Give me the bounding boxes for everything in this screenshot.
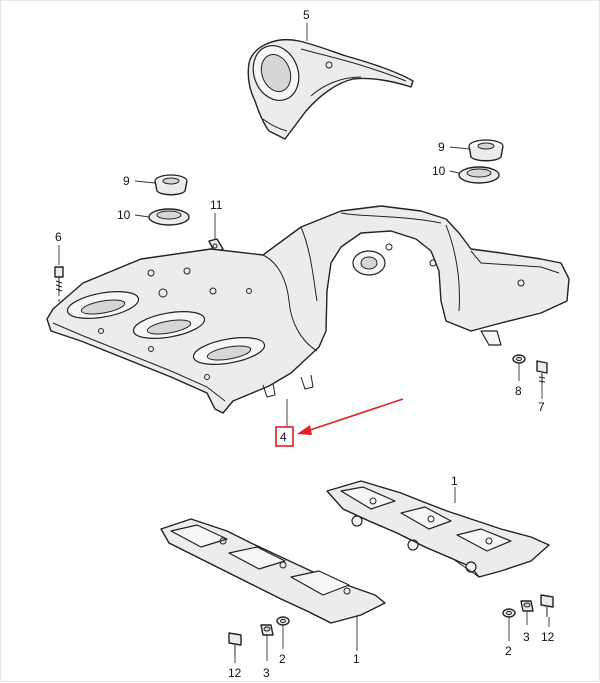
- callout-7: 7: [538, 400, 545, 414]
- callout-12-left: 12: [228, 666, 242, 680]
- highlight-arrow-head: [297, 425, 312, 435]
- nut-3-left: [260, 624, 274, 636]
- callout-2-left: 2: [279, 652, 286, 666]
- nut-3-right: [520, 600, 534, 612]
- washer-2-right: [502, 608, 516, 618]
- callout-10-right: 10: [432, 164, 446, 178]
- grommet-10-left: [148, 208, 190, 226]
- callout-4: 4: [280, 430, 287, 444]
- callout-3-right: 3: [523, 630, 530, 644]
- bolt-12-right: [540, 594, 554, 617]
- bolt-12-left: [228, 632, 242, 655]
- callout-12-right: 12: [541, 630, 555, 644]
- callout-5: 5: [303, 8, 310, 22]
- part-1-right-deflector: [326, 480, 550, 578]
- washer-2-left: [276, 616, 290, 626]
- callout-9-left: 9: [123, 174, 130, 188]
- callout-9-right: 9: [438, 140, 445, 154]
- washer-8: [512, 354, 526, 364]
- part-1-left-deflector: [160, 518, 386, 624]
- grommet-9-right: [468, 139, 504, 162]
- part-4-air-guide-housing: [46, 205, 570, 414]
- callout-1-right: 1: [451, 474, 458, 488]
- highlight-arrow: [306, 398, 404, 432]
- highlight-box-part-4: [275, 426, 294, 447]
- screw-6: [54, 266, 64, 293]
- callout-2-right: 2: [505, 644, 512, 658]
- callout-6: 6: [55, 230, 62, 244]
- callout-11: 11: [210, 198, 223, 212]
- grommet-9-left: [154, 174, 188, 196]
- grommet-10-right: [458, 166, 500, 184]
- callout-8: 8: [515, 384, 522, 398]
- part-5-air-duct: [247, 39, 414, 140]
- bolt-7: [536, 360, 548, 385]
- callout-1-left: 1: [353, 652, 360, 666]
- callout-3-left: 3: [263, 666, 270, 680]
- callout-10-left: 10: [117, 208, 131, 222]
